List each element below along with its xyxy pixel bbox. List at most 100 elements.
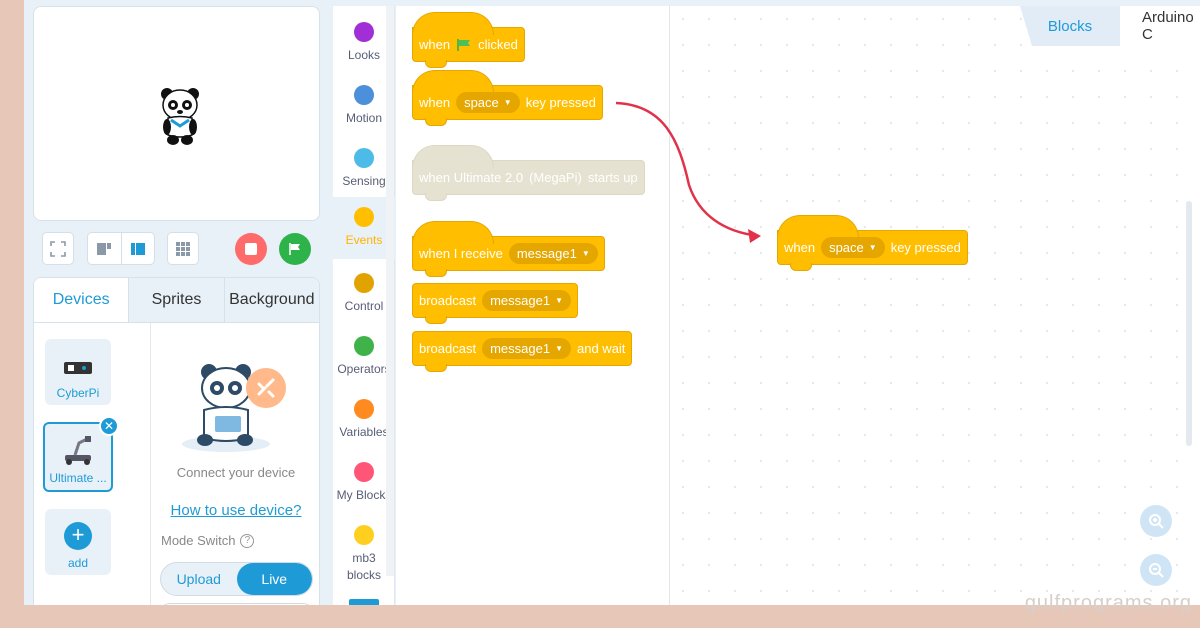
stop-button[interactable] <box>235 233 267 265</box>
key-value: space <box>464 95 499 110</box>
variables-dot-icon <box>354 399 374 419</box>
devices-panel: Devices Sprites Background CyberPi Ultim… <box>33 277 320 605</box>
when-device-starts-up-block[interactable]: when Ultimate 2.0 (MegaPi) starts up <box>412 145 645 201</box>
message-dropdown[interactable]: message1▼ <box>482 338 571 359</box>
dropdown-caret-icon: ▼ <box>503 98 512 107</box>
block-text: when <box>419 95 451 110</box>
looks-dot-icon <box>354 22 374 42</box>
placed-when-key-pressed-block[interactable]: when space▼ key pressed <box>777 215 968 271</box>
tab-blocks[interactable]: Blocks <box>1020 6 1120 46</box>
category-label: Motion <box>345 111 383 125</box>
tab-devices[interactable]: Devices <box>34 278 130 322</box>
dropdown-caret-icon: ▼ <box>581 249 590 258</box>
categories-scrollbar[interactable] <box>386 6 394 576</box>
mode-switch: Upload Live <box>160 562 313 596</box>
remove-device-button[interactable]: ✕ <box>99 416 119 436</box>
device-list: CyberPi Ultimate ... ✕ + add <box>34 323 151 605</box>
block-text: when <box>784 240 816 255</box>
category-variables[interactable]: Variables <box>333 389 395 449</box>
zoom-out-button[interactable] <box>1140 554 1172 586</box>
add-device-button[interactable]: + add <box>45 509 111 575</box>
tab-background[interactable]: Background <box>224 278 319 322</box>
key-value: space <box>829 240 864 255</box>
when-i-receive-block[interactable]: when I receive message1 ▼ <box>412 221 605 277</box>
connect-button[interactable] <box>160 603 313 605</box>
category-looks[interactable]: Looks <box>333 12 395 72</box>
panda-sprite[interactable] <box>159 85 201 147</box>
app-window: Devices Sprites Background CyberPi Ultim… <box>24 0 1200 605</box>
block-text: key pressed <box>525 95 596 110</box>
mode-live-button[interactable]: Live <box>236 563 312 595</box>
category-label: Variables <box>339 425 389 439</box>
block-text: and wait <box>577 341 626 356</box>
block-text: when I receive <box>419 246 503 261</box>
block-text: when <box>419 37 451 52</box>
category-operators[interactable]: Operators <box>333 326 395 386</box>
category-motion[interactable]: Motion <box>333 75 395 135</box>
mb3-dot-icon <box>354 525 374 545</box>
operators-dot-icon <box>354 336 374 356</box>
block-text: broadcast <box>419 341 477 356</box>
green-flag-button[interactable] <box>279 233 311 265</box>
workspace-scrollbar[interactable] <box>1186 201 1192 446</box>
block-text: starts up <box>587 170 638 185</box>
block-text: (MegaPi) <box>529 170 582 185</box>
robot-arm-icon <box>65 436 91 465</box>
workspace-tabs: Blocks Arduino C <box>1020 6 1200 46</box>
motion-dot-icon <box>354 85 374 105</box>
green-flag-icon <box>457 38 471 51</box>
small-stage-button[interactable] <box>88 233 121 264</box>
connect-area: Connect your device How to use device? M… <box>151 323 319 605</box>
category-label: Events <box>345 233 383 247</box>
tab-sprites[interactable]: Sprites <box>129 278 225 322</box>
category-label: mb3 blocks <box>346 551 381 582</box>
stop-icon <box>245 243 257 255</box>
category-mb3-blocks[interactable]: mb3 blocks <box>333 515 395 585</box>
message-value: message1 <box>516 246 577 261</box>
extension-button[interactable] <box>349 599 379 605</box>
panda-laptop-illustration <box>182 364 286 452</box>
broadcast-and-wait-block[interactable]: broadcast message1▼ and wait <box>412 331 633 372</box>
how-to-use-link[interactable]: How to use device? <box>170 502 302 519</box>
mode-upload-button[interactable]: Upload <box>176 571 221 587</box>
cyberpi-board-icon <box>64 362 92 374</box>
category-events[interactable]: Events <box>333 197 395 259</box>
broadcast-block[interactable]: broadcast message1▼ <box>412 283 578 324</box>
category-label: Looks <box>347 48 381 62</box>
block-text: when Ultimate 2.0 <box>419 170 524 185</box>
help-icon[interactable]: ? <box>240 533 255 548</box>
when-flag-clicked-block[interactable]: when clicked <box>412 12 525 68</box>
category-sensing[interactable]: Sensing <box>333 138 395 198</box>
category-my-blocks[interactable]: My Blocks <box>333 452 395 512</box>
zoom-in-button[interactable] <box>1140 505 1172 537</box>
watermark-text: gulfprograms.org <box>1024 592 1192 614</box>
device-card-ultimate[interactable]: Ultimate ... ✕ <box>43 416 119 492</box>
fullscreen-button[interactable] <box>42 232 74 265</box>
large-stage-button[interactable] <box>120 233 155 264</box>
stage[interactable] <box>33 6 320 221</box>
block-palette: when clicked when space ▼ key pressed whe… <box>396 6 670 605</box>
zoom-out-icon <box>1149 563 1164 578</box>
when-key-pressed-block[interactable]: when space ▼ key pressed <box>412 70 603 126</box>
tab-arduino-c[interactable]: Arduino C <box>1120 6 1200 46</box>
grid-view-button[interactable] <box>167 232 199 265</box>
category-control[interactable]: Control <box>333 263 395 323</box>
message-dropdown[interactable]: message1 ▼ <box>508 243 598 264</box>
green-flag-icon <box>289 243 300 255</box>
large-stage-icon <box>130 242 145 255</box>
message-value: message1 <box>490 293 551 308</box>
device-card-cyberpi[interactable]: CyberPi <box>45 339 111 405</box>
small-stage-icon <box>97 242 112 255</box>
plus-icon: + <box>64 522 92 550</box>
key-dropdown[interactable]: space▼ <box>821 237 885 258</box>
add-label: add <box>67 556 89 570</box>
key-dropdown[interactable]: space ▼ <box>456 92 520 113</box>
grid-icon <box>176 241 190 256</box>
events-dot-icon <box>354 207 374 227</box>
message-dropdown[interactable]: message1▼ <box>482 290 571 311</box>
sensing-dot-icon <box>354 148 374 168</box>
script-workspace[interactable]: Blocks Arduino C when space▼ key pressed <box>670 6 1200 605</box>
block-categories: Looks Motion Sensing Events Control Oper… <box>333 6 395 605</box>
dropdown-caret-icon: ▼ <box>555 344 563 353</box>
category-label: Control <box>344 299 384 313</box>
